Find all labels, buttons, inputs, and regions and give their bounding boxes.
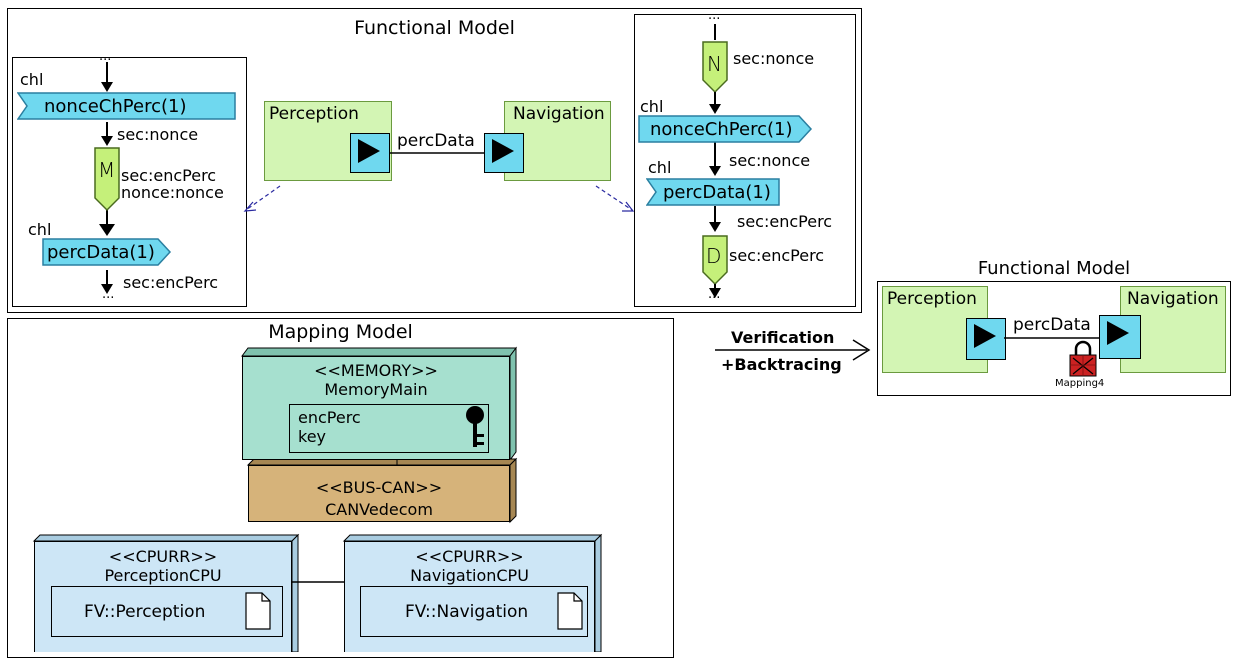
- left-channel-percdata-label: percData(1): [47, 242, 155, 263]
- right-channel-percdata: percData(1): [646, 178, 781, 206]
- cpu2-document-icon: [557, 592, 583, 630]
- memory-contents-box: [289, 404, 489, 453]
- cpu1-artifact[interactable]: [51, 586, 283, 637]
- mapping-model-title: Mapping Model: [268, 321, 413, 343]
- right-navigation-label: Navigation: [1127, 289, 1219, 309]
- navigation-in-port[interactable]: [484, 133, 524, 173]
- arrow-label-verification: Verification: [731, 328, 835, 347]
- left-chl-2: chl: [28, 220, 52, 239]
- right-label-1: sec:nonce: [729, 151, 811, 170]
- cpu2-fn-label: FV::Navigation: [405, 602, 529, 622]
- bus-stereotype: <<BUS-CAN>>: [315, 478, 443, 497]
- left-op-glyph: M: [98, 158, 116, 182]
- bus-name: CANVedecom: [325, 500, 433, 519]
- right-functional-title: Functional Model: [977, 258, 1131, 279]
- navigation-label: Navigation: [513, 104, 605, 124]
- perception-out-port[interactable]: [350, 133, 390, 173]
- cpu1-document-icon: [245, 592, 271, 630]
- cpu2-name: NavigationCPU: [410, 566, 529, 585]
- right-chl-1: chl: [640, 97, 664, 116]
- cpu1-stereotype: <<CPURR>>: [108, 547, 218, 566]
- right-dots-bottom: ...: [708, 287, 721, 302]
- bus-node[interactable]: [248, 465, 510, 522]
- right-label-2: sec:encPerc: [737, 212, 833, 231]
- right-navigation-port[interactable]: [1099, 315, 1141, 359]
- right-op1-glyph: N: [707, 52, 722, 76]
- right-op2-glyph: D: [706, 244, 722, 268]
- right-channel-nonce: nonceChPerc(1): [638, 115, 813, 143]
- mapping-nodes-3d: [32, 346, 603, 652]
- cpu1-fn-label: FV::Perception: [84, 602, 206, 622]
- cpu1-name: PerceptionCPU: [104, 566, 222, 585]
- left-label-2: sec:encPerc: [123, 273, 219, 292]
- left-chl-1: chl: [20, 70, 44, 89]
- right-chl-2: chl: [648, 158, 672, 177]
- cpu2-stereotype: <<CPURR>>: [415, 547, 524, 566]
- right-dots-top: ...: [708, 8, 721, 23]
- right-channel-percdata-label: percData(1): [663, 182, 771, 203]
- link-percdata-label: percData: [397, 131, 475, 151]
- memory-item-key: key: [298, 427, 327, 446]
- right-link-line: [1004, 337, 1100, 339]
- left-dots-bottom: ...: [102, 287, 115, 302]
- right-perception-port[interactable]: [966, 318, 1006, 360]
- memory-name: MemoryMain: [324, 380, 428, 399]
- right-perception-label: Perception: [887, 289, 977, 309]
- left-op-label-1: sec:encPerc: [121, 166, 217, 185]
- memory-stereotype: <<MEMORY>>: [314, 361, 438, 380]
- left-flow-lines: [94, 62, 120, 294]
- right-detail-frame: [634, 14, 856, 307]
- right-op2-label: sec:encPerc: [729, 246, 825, 265]
- verification-arrow: [715, 339, 871, 361]
- left-dots-top: ...: [99, 49, 112, 64]
- left-channel-nonce: nonceChPerc(1): [17, 92, 237, 120]
- perception-label: Perception: [269, 104, 359, 124]
- left-channel-percdata: percData(1): [42, 238, 172, 266]
- right-link-label: percData: [1013, 315, 1091, 335]
- left-op-label-2: nonce:nonce: [121, 183, 224, 202]
- left-channel-nonce-label: nonceChPerc(1): [44, 96, 187, 117]
- right-flow-lines: [702, 24, 728, 298]
- component-links: [243, 152, 635, 212]
- cpu2-artifact[interactable]: [360, 586, 588, 637]
- lock-icon[interactable]: [1067, 340, 1099, 378]
- key-icon: [466, 406, 484, 447]
- right-op1-label: sec:nonce: [733, 49, 815, 68]
- functional-model-title: Functional Model: [354, 17, 515, 39]
- right-channel-nonce-label: nonceChPerc(1): [650, 119, 793, 140]
- arrow-label-backtracing: +Backtracing: [721, 355, 842, 374]
- memory-item-encperc: encPerc: [298, 408, 361, 427]
- lock-label: Mapping4: [1055, 378, 1105, 389]
- left-label-1: sec:nonce: [117, 125, 199, 144]
